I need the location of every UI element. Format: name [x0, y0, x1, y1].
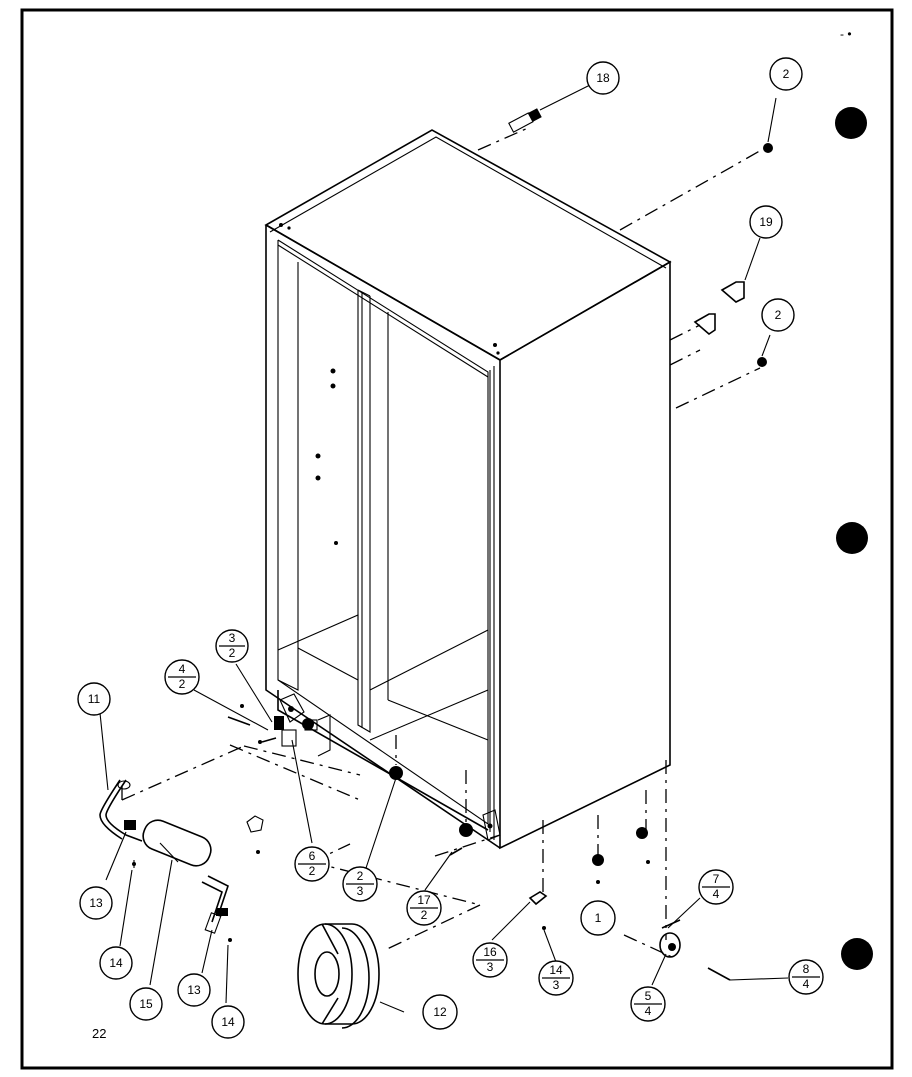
callout-denominator: 3: [357, 884, 364, 898]
leveler-part-2-3: [389, 766, 403, 780]
callout-11: 11: [77, 682, 111, 716]
binder-hole-bottom: [841, 938, 873, 970]
callout-2a: 2: [769, 57, 803, 91]
callout-numerator: 5: [645, 989, 652, 1003]
callout-label: 15: [139, 997, 153, 1011]
callout-14-3: 143: [538, 960, 574, 996]
callout-label: 1: [595, 911, 602, 925]
drain-pan-part-12: [297, 923, 380, 1029]
callout-label: 13: [89, 896, 103, 910]
callout-leaders: [99, 663, 789, 1013]
callout-14a: 14: [99, 946, 133, 980]
callout-14b: 14: [211, 1005, 245, 1039]
callout-2-3: 23: [342, 866, 378, 902]
callout-label: 2: [783, 67, 790, 81]
callout-denominator: 2: [309, 864, 316, 878]
drain-tube-assembly: [99, 779, 232, 942]
callout-12: 12: [422, 994, 458, 1030]
screw-part-2-lower: [757, 357, 767, 367]
callout-6-2: 62: [294, 846, 330, 882]
callout-13a: 13: [79, 886, 113, 920]
callout-4-2: 42: [164, 659, 200, 695]
callout-13b: 13: [177, 973, 211, 1007]
callout-label: 13: [187, 983, 201, 997]
refrigerator-cabinet: [264, 129, 672, 850]
cap-part-5-4: [659, 932, 681, 958]
callout-denominator: 4: [645, 1004, 652, 1018]
callout-1: 1: [580, 900, 616, 936]
callout-numerator: 6: [309, 849, 316, 863]
callout-label: 2: [775, 308, 782, 322]
callout-label: 18: [596, 71, 610, 85]
callout-17-2: 172: [406, 890, 442, 926]
callout-denominator: 2: [179, 677, 186, 691]
hinge-part-19: [693, 237, 761, 336]
screw-part-2-top: [763, 143, 773, 153]
callout-label: 12: [433, 1005, 447, 1019]
corner-mark-top-right: - •: [840, 27, 852, 41]
callout-denominator: 3: [553, 978, 560, 992]
callout-denominator: 3: [487, 960, 494, 974]
callout-5-4: 54: [630, 986, 666, 1022]
hardware-parts: [227, 84, 777, 981]
callout-denominator: 4: [713, 887, 720, 901]
callout-label: 14: [221, 1015, 235, 1029]
page-number: 22: [92, 1026, 106, 1041]
callout-numerator: 8: [803, 962, 810, 976]
callout-8-4: 84: [788, 959, 824, 995]
corner-mark-bottom-left: -‸: [20, 1055, 28, 1069]
callout-7-4: 74: [698, 869, 734, 905]
callout-numerator: 16: [483, 945, 497, 959]
callout-numerator: 7: [713, 872, 720, 886]
callout-3-2: 32: [215, 629, 249, 663]
callout-numerator: 2: [357, 869, 364, 883]
valve-cluster: [227, 704, 297, 747]
callout-label: 14: [109, 956, 123, 970]
binder-hole-middle: [836, 522, 868, 554]
callout-numerator: 4: [179, 662, 186, 676]
callout-denominator: 4: [803, 977, 810, 991]
callout-16-3: 163: [472, 942, 508, 978]
callout-numerator: 14: [549, 963, 563, 977]
callout-19: 19: [749, 205, 783, 239]
callout-15: 15: [129, 987, 163, 1021]
callout-numerator: 3: [229, 631, 236, 645]
callout-2b: 2: [761, 298, 795, 332]
callout-label: 19: [759, 215, 773, 229]
callout-numerator: 17: [417, 893, 431, 907]
callout-label: 11: [88, 692, 101, 706]
binder-hole-top: [835, 107, 867, 139]
fitting-part-18: [508, 84, 591, 133]
page-border: [20, 8, 894, 1070]
callout-denominator: 2: [421, 908, 428, 922]
callout-18: 18: [586, 61, 620, 95]
callout-denominator: 2: [229, 646, 236, 660]
assembly-lines: [121, 127, 766, 958]
